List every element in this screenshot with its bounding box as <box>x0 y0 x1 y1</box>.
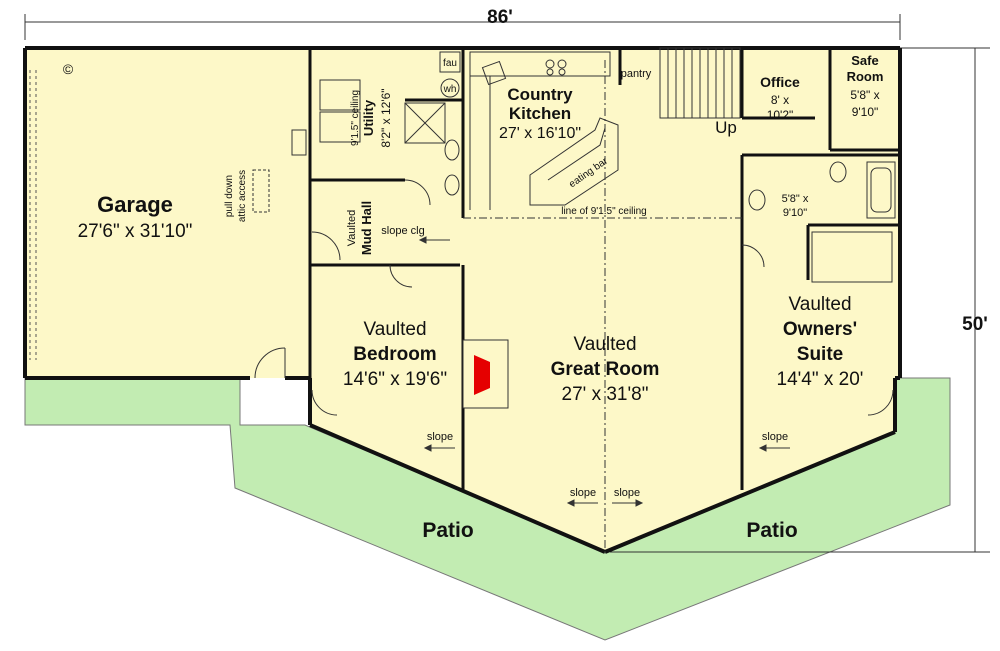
office-size-2: 10'2" <box>767 108 794 122</box>
kitchen-fixtures <box>469 51 619 210</box>
saferoom-name-1: Safe <box>851 53 878 68</box>
kitchen-size: 27' x 16'10" <box>499 125 581 142</box>
attic-label-1: pull down <box>224 175 235 217</box>
owners-suite-line1: Vaulted <box>788 294 851 315</box>
saferoom-size-1: 5'8" x <box>850 88 879 102</box>
owners-suite-line2: Owners' <box>783 319 857 340</box>
slope-arrows <box>418 236 790 507</box>
bedroom-slope: slope <box>427 431 453 443</box>
great-room-size: 27' x 31'8" <box>562 384 649 405</box>
great-room-line2: Great Room <box>551 359 660 380</box>
bedroom-line1: Vaulted <box>363 319 426 340</box>
patio-right-label: Patio <box>746 519 797 542</box>
garage-size: 27'6" x 31'10" <box>78 221 193 242</box>
pantry-label: pantry <box>621 68 652 80</box>
depth-dimension: 50' <box>962 314 988 335</box>
utility-size: 8'2" x 12'6" <box>379 88 393 147</box>
saferoom-name-2: Room <box>847 69 884 84</box>
bedroom-size: 14'6" x 19'6" <box>343 369 447 390</box>
bedroom-line2: Bedroom <box>353 344 436 365</box>
slope-ceiling-label: slope clg <box>381 225 424 237</box>
kitchen-name-1: Country <box>507 85 573 104</box>
owners-suite-slope: slope <box>762 431 788 443</box>
ceiling-line-label: line of 9'1.5" ceiling <box>561 206 647 217</box>
stairs <box>659 47 741 119</box>
office-size-1: 8' x <box>771 93 789 107</box>
fau-label: fau <box>443 58 457 69</box>
wh-label: wh <box>443 84 457 95</box>
owners-suite-line3: Suite <box>797 344 843 365</box>
great-room-slope-left: slope <box>570 487 596 499</box>
great-room-line1: Vaulted <box>573 334 636 355</box>
attic-access-hatch <box>252 169 270 213</box>
width-dimension: 86' <box>487 7 513 28</box>
owners-bath-fixtures <box>748 161 896 283</box>
garage-name: Garage <box>97 192 173 217</box>
copyright-mark: © <box>63 61 74 77</box>
kitchen-name-2: Kitchen <box>509 104 571 123</box>
bath-size-2: 9'10" <box>783 207 807 219</box>
utility-ceiling: 9'1.5" ceiling <box>350 90 361 146</box>
patio-left-label: Patio <box>422 519 473 542</box>
ceiling-lines <box>463 60 742 552</box>
utility-fixtures <box>291 51 461 196</box>
dimension-lines <box>24 14 990 553</box>
door-swings <box>254 179 894 416</box>
office-name: Office <box>760 74 800 90</box>
attic-label-2: attic access <box>237 170 248 222</box>
stairs-up-label: Up <box>715 118 737 137</box>
mudhall-line2: Mud Hall <box>359 201 374 255</box>
patio-area <box>24 377 951 641</box>
fireplace-fire <box>474 355 490 395</box>
utility-name: Utility <box>361 99 376 136</box>
mudhall-line1: Vaulted <box>346 210 358 247</box>
saferoom-size-2: 9'10" <box>852 105 879 119</box>
great-room-slope-right: slope <box>614 487 640 499</box>
owners-suite-size: 14'4" x 20' <box>777 369 864 390</box>
garage-door <box>29 70 37 360</box>
bath-size-1: 5'8" x <box>782 193 809 205</box>
